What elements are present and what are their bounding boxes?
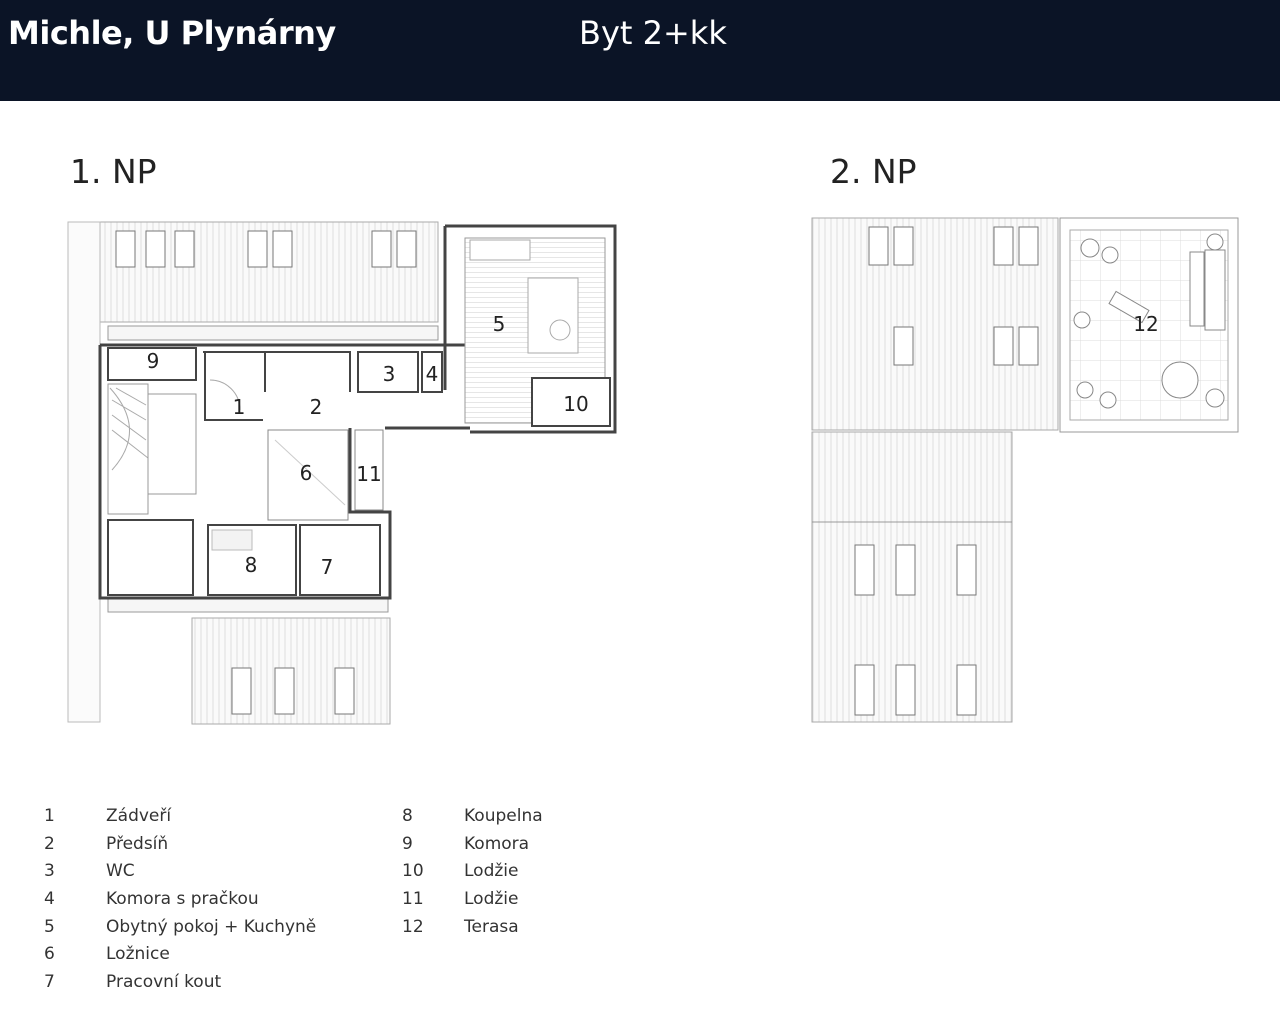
room-label-5: 5 bbox=[493, 312, 506, 336]
legend-label: Lodžie bbox=[464, 889, 519, 909]
floor-title-1np: 1. NP bbox=[70, 152, 157, 191]
legend-num: 3 bbox=[44, 861, 55, 881]
plan-1np bbox=[67, 221, 617, 725]
room-label-12: 12 bbox=[1133, 312, 1158, 336]
legend-label: Předsíň bbox=[106, 834, 169, 854]
legend-num: 9 bbox=[402, 834, 413, 854]
legend-num: 8 bbox=[402, 806, 413, 826]
plan-2np bbox=[811, 217, 1239, 723]
room-label-7: 7 bbox=[321, 555, 334, 579]
legend-label: Ložnice bbox=[106, 944, 170, 964]
room-label-4: 4 bbox=[426, 362, 439, 386]
legend-label: Pracovní kout bbox=[106, 972, 222, 992]
room-label-8: 8 bbox=[245, 553, 258, 577]
legend-label: Terasa bbox=[464, 917, 519, 937]
legend-num: 7 bbox=[44, 972, 55, 992]
legend-label: WC bbox=[106, 861, 135, 881]
project-title: Michle, U Plynárny bbox=[8, 14, 336, 52]
unit-type: Byt 2+kk bbox=[579, 14, 727, 52]
legend-num: 2 bbox=[44, 834, 55, 854]
legend-num: 11 bbox=[402, 889, 424, 909]
legend-label: Obytný pokoj + Kuchyně bbox=[106, 917, 317, 937]
room-label-2: 2 bbox=[310, 395, 323, 419]
room-label-6: 6 bbox=[300, 461, 313, 485]
room-label-1: 1 bbox=[233, 395, 246, 419]
room-label-11: 11 bbox=[356, 462, 381, 486]
legend-num: 1 bbox=[44, 806, 55, 826]
room-label-9: 9 bbox=[147, 349, 160, 373]
legend-num: 4 bbox=[44, 889, 55, 909]
room-label-10: 10 bbox=[563, 392, 588, 416]
legend-num: 10 bbox=[402, 861, 424, 881]
legend-num: 6 bbox=[44, 944, 55, 964]
legend-num: 12 bbox=[402, 917, 424, 937]
legend-label: Lodžie bbox=[464, 861, 519, 881]
room-label-3: 3 bbox=[383, 362, 396, 386]
legend-label: Komora bbox=[464, 834, 530, 854]
floor-title-2np: 2. NP bbox=[830, 152, 917, 191]
legend-label: Komora s pračkou bbox=[106, 889, 259, 909]
header-bar: Michle, U Plynárny Byt 2+kk bbox=[0, 0, 1280, 101]
legend-label: Zádveří bbox=[106, 806, 172, 826]
legend-num: 5 bbox=[44, 917, 55, 937]
legend-label: Koupelna bbox=[464, 806, 543, 826]
